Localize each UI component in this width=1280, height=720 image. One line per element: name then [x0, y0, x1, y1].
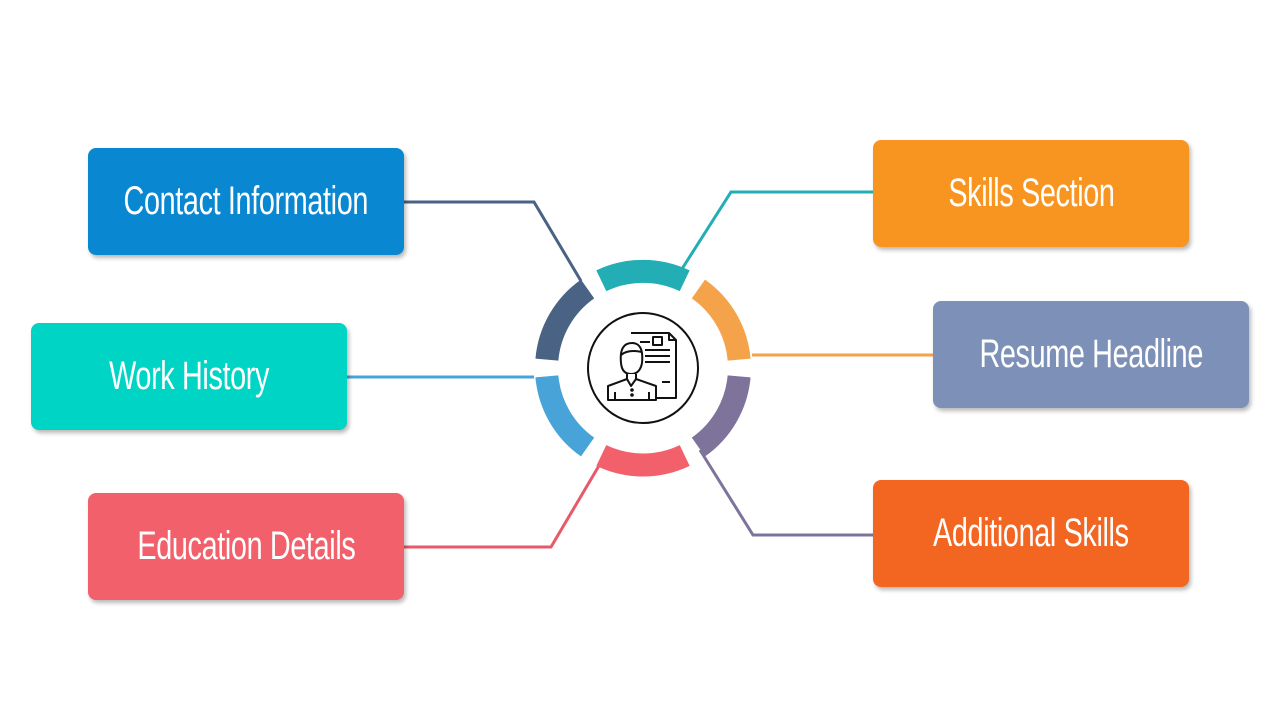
- node-work-history[interactable]: Work History: [31, 323, 347, 430]
- ring-segment-skills: [596, 259, 690, 292]
- ring-segment-education: [596, 444, 690, 477]
- resume-person-icon: [587, 312, 699, 424]
- node-contact-information[interactable]: Contact Information: [88, 148, 404, 255]
- node-education-details[interactable]: Education Details: [88, 493, 404, 600]
- node-additional-skills[interactable]: Additional Skills: [873, 480, 1189, 587]
- node-skills-section[interactable]: Skills Section: [873, 140, 1189, 247]
- node-resume-headline[interactable]: Resume Headline: [933, 301, 1249, 408]
- ring-segment-additional: [691, 375, 751, 457]
- connector-additional: [698, 449, 873, 537]
- node-label: Contact Information: [123, 179, 369, 223]
- node-label: Education Details: [136, 524, 355, 568]
- ring-segment-work: [535, 375, 595, 457]
- connector-skills: [678, 190, 873, 273]
- connector-contact: [404, 200, 583, 282]
- connector-education: [404, 463, 602, 549]
- node-label: Additional Skills: [933, 511, 1129, 555]
- node-label: Skills Section: [947, 171, 1115, 215]
- node-label: Resume Headline: [979, 332, 1203, 376]
- node-label: Work History: [109, 354, 269, 398]
- segment-ring: [535, 259, 751, 477]
- ring-segment-contact: [535, 279, 595, 361]
- ring-segment-headline: [691, 279, 751, 361]
